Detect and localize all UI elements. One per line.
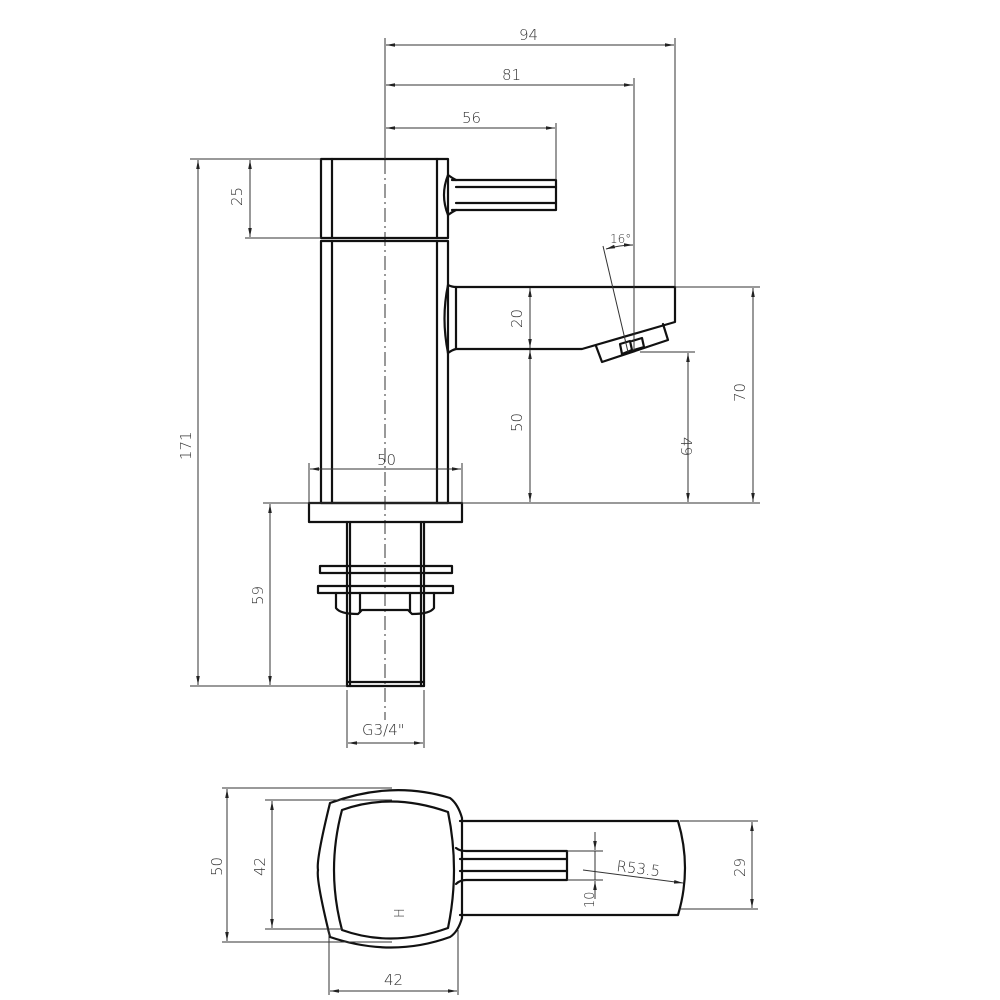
body-outline-inner [332, 800, 456, 940]
dim-aerator-angle: 16° [610, 232, 631, 246]
dim-head-height: 25 [228, 187, 246, 206]
dim-tail-length: 59 [249, 586, 267, 605]
dim-thread-size: G3/4" [362, 721, 405, 739]
dim-total-height: 171 [177, 431, 195, 460]
lever-top [454, 846, 569, 886]
dim-handle-reach: 94 [519, 26, 538, 44]
dim-body-depth: 42 [384, 971, 403, 989]
lever-handle [442, 173, 558, 217]
washer [316, 584, 455, 595]
dim-base-width: 50 [377, 451, 396, 469]
spout-top [458, 819, 687, 917]
dim-spout-width: 29 [731, 858, 749, 877]
dim-spout-base-height: 50 [508, 413, 526, 432]
top-view: H 50 42 42 29 10 R53.5 [208, 787, 758, 995]
shank [316, 520, 455, 688]
front-view: 94 81 56 16° 25 171 59 50 G3/4" [177, 26, 760, 748]
lock-nut [334, 591, 436, 616]
dim-spout-tip-reach: 81 [502, 66, 521, 84]
dim-outlet-height: 49 [677, 437, 695, 456]
dim-lever-reach: 56 [462, 109, 481, 127]
dim-outer-width: 50 [208, 857, 226, 876]
aerator [594, 322, 670, 364]
dim-spout-radius: R53.5 [616, 857, 662, 880]
dim-spout-thickness: 20 [508, 309, 526, 328]
washer [318, 564, 454, 575]
dim-inner-width: 42 [251, 857, 269, 876]
dim-lever-width: 10 [583, 891, 598, 908]
dim-spout-top-height: 70 [731, 383, 749, 402]
spout [443, 283, 677, 364]
hot-marker: H [393, 908, 408, 918]
body-outline-outer [316, 789, 464, 949]
